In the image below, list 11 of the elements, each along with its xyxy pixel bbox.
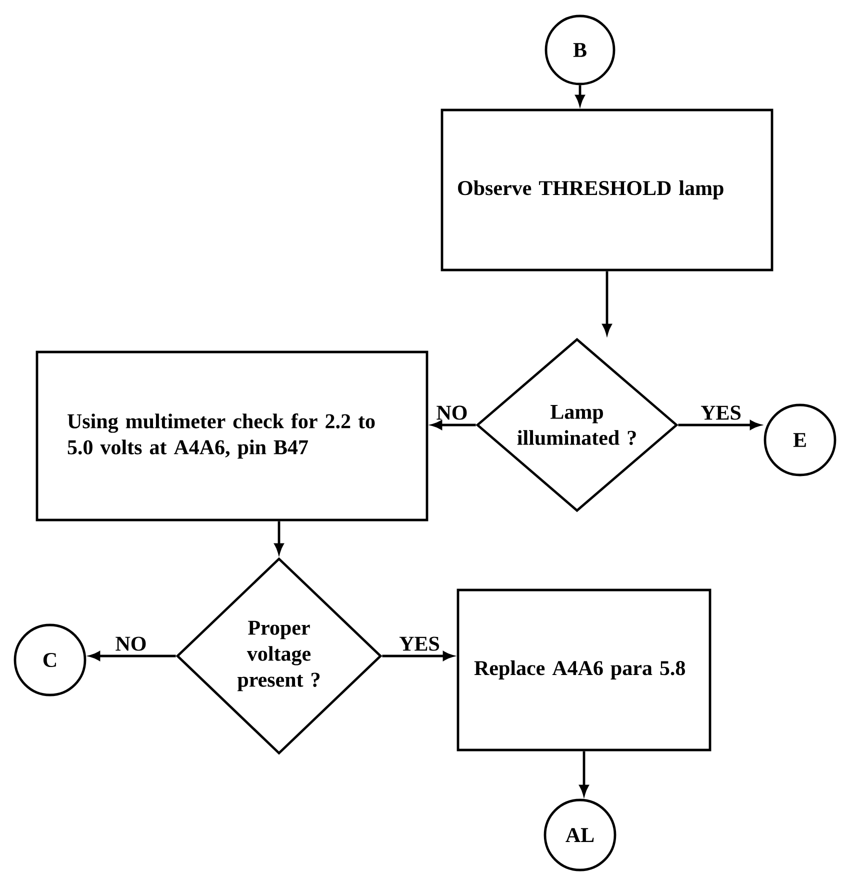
process-box: Using multimeter check for 2.2 to 5.0 volts at A4A6, pin B47 bbox=[36, 350, 428, 522]
process-box: Observe THRESHOLD lamp bbox=[440, 108, 774, 272]
edge-label: NO bbox=[436, 406, 467, 420]
arrow bbox=[432, 420, 476, 430]
arrow bbox=[382, 651, 454, 661]
arrow bbox=[274, 521, 284, 554]
process-box: Replace A4A6 para 5.8 bbox=[456, 588, 712, 752]
edge-label: YES bbox=[700, 406, 741, 420]
edge-label: YES bbox=[399, 636, 440, 651]
arrow bbox=[575, 85, 585, 106]
edge-label: NO bbox=[116, 636, 146, 651]
